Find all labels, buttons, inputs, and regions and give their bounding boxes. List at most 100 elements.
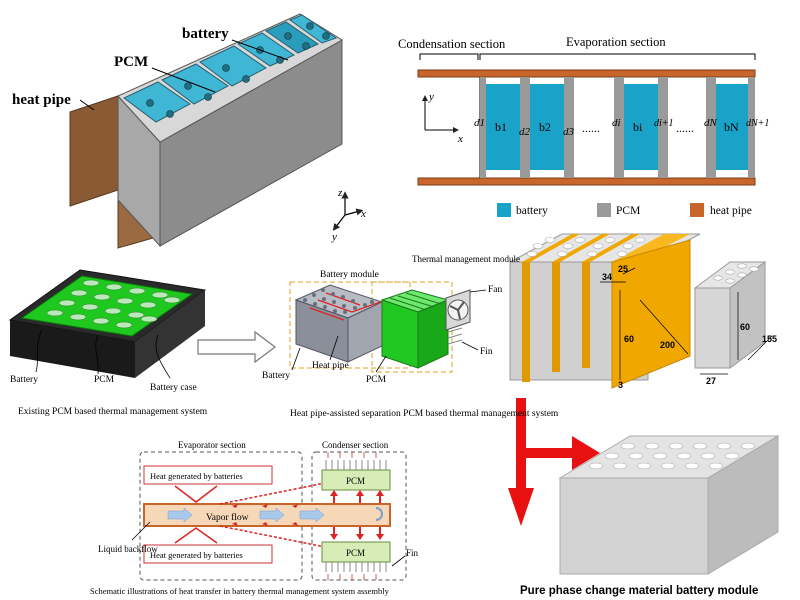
leader-fan: [469, 289, 487, 293]
cell-label-b2: b2: [539, 120, 551, 134]
caption-e: Schematic illustrations of heat transfer…: [90, 586, 390, 596]
label-fin-d: Fin: [480, 347, 493, 357]
leader-pcm: [151, 67, 216, 93]
axes-2d: [422, 95, 459, 133]
panel-a-battery-module: [69, 13, 364, 249]
fins-top: [325, 460, 387, 470]
pure-pcm-holes: [588, 442, 756, 470]
leader-heat-pipe-d: [329, 335, 339, 361]
transition-arrow: [197, 330, 276, 364]
small-block-holes: [713, 263, 759, 284]
heat-arrows: [174, 481, 331, 549]
green-pcm-modules: [380, 289, 450, 369]
label-heat-pipe-a: heat pipe: [12, 92, 71, 108]
label-evaporator: Evaporator section: [178, 440, 246, 450]
caption-c: Existing PCM based thermal management sy…: [18, 407, 208, 417]
gap-label-d1: d1: [474, 117, 485, 129]
cell-top-markers: [46, 279, 181, 329]
heat-source-bottom: [143, 544, 273, 564]
dim-34: 34: [602, 272, 612, 282]
cell-label-b1: b1: [495, 120, 507, 134]
dim-60b: 60: [740, 322, 750, 332]
panel-c-existing-system: [8, 269, 276, 379]
panel-b-schematic: [417, 53, 756, 217]
legend-label-pcm: PCM: [616, 205, 640, 217]
label-case-c: Battery case: [150, 383, 197, 393]
legend-swatch-pcm: [597, 203, 611, 217]
gap-label-d3: d3: [563, 126, 575, 138]
panel-d-heat-pipe-system: [289, 281, 487, 373]
vapor-arrows: [167, 507, 325, 523]
fan-unit: [445, 289, 471, 331]
panel-f-finned-module: [508, 233, 780, 575]
evaporation-section-label: Evaporation section: [566, 35, 666, 49]
label-pcm-bottom-e: PCM: [346, 548, 365, 558]
dim-3: 3: [618, 380, 623, 390]
heat-source-top: [143, 465, 273, 485]
heat-pipe-top: [417, 69, 756, 78]
label-heat-pipe-d: Heat pipe: [312, 361, 349, 371]
finned-block-holes: [526, 237, 646, 257]
leader-fin-e: [391, 555, 406, 567]
strip-row: [480, 77, 755, 178]
cell-label-bn: bN: [724, 120, 739, 134]
legend-swatch-battery: [497, 203, 511, 217]
label-heat-bottom: Heat generated by batteries: [150, 550, 243, 560]
dim-60a: 60: [624, 334, 634, 344]
label-pcm-top-e: PCM: [346, 476, 365, 486]
bracket-condensation: [419, 53, 479, 60]
legend-label-battery: battery: [516, 205, 548, 217]
label-heat-top: Heat generated by batteries: [150, 471, 243, 481]
legend-swatch-heat-pipe: [690, 203, 704, 217]
fin-heat-arrows: [327, 452, 377, 580]
label-pcm-c: PCM: [94, 375, 115, 385]
dim-200: 200: [660, 340, 675, 350]
heat-pipe-bottom: [417, 177, 756, 186]
return-loop: [375, 507, 383, 521]
label-battery-a: battery: [182, 26, 229, 42]
heat-pipe-plate-back: [69, 95, 119, 207]
ellipsis-1: ......: [582, 121, 600, 135]
axes-3d: [332, 191, 364, 231]
label-liquid-backflow: Liquid backflow: [98, 544, 158, 554]
condensation-section-label: Condensation section: [398, 37, 506, 51]
leader-heat-pipe: [79, 99, 95, 111]
dim-25: 25: [618, 264, 628, 274]
label-condenser: Condenser section: [322, 440, 389, 450]
axis-x-label: x: [360, 208, 366, 220]
axis-y-label-b: y: [428, 91, 434, 103]
battery-cell-grid: [303, 288, 374, 314]
legend-label-heat-pipe: heat pipe: [710, 205, 752, 217]
small-block-front: [694, 287, 731, 369]
pure-pcm-front: [559, 477, 709, 575]
fins-bottom: [325, 562, 387, 572]
gap-label-di: di: [612, 117, 621, 129]
label-fan: Fan: [488, 285, 503, 295]
label-vapor-flow: Vapor flow: [206, 512, 249, 523]
label-thermal-module: Thermal management module: [412, 254, 520, 264]
bracket-evaporation: [479, 53, 756, 60]
axis-z-label: z: [337, 187, 343, 199]
leader-liquid-backflow: [131, 521, 151, 541]
gap-label-dn: dN: [704, 117, 718, 129]
cell-terminals: [146, 22, 330, 118]
leader-battery-d: [291, 347, 301, 371]
case-front: [10, 320, 135, 378]
axis-y-label: y: [331, 231, 337, 243]
label-battery-module: Battery module: [320, 270, 379, 280]
axis-x-label-b: x: [457, 133, 463, 145]
condenser-up-down-arrows: [330, 490, 384, 540]
condenser-box: [311, 451, 407, 581]
dimension-lines: [600, 267, 773, 380]
leader-pcm-d: [375, 355, 387, 373]
leader-battery: [231, 39, 289, 61]
case-side: [135, 290, 205, 378]
leader-fin: [461, 341, 479, 351]
cell-label-bi: bi: [633, 120, 643, 134]
gap-label-dn1: dN+1: [746, 118, 769, 129]
label-battery-d: Battery: [262, 371, 290, 381]
label-battery-c: Battery: [10, 375, 38, 385]
gap-label-d2: d2: [519, 126, 531, 138]
pure-pcm-side: [707, 435, 779, 575]
